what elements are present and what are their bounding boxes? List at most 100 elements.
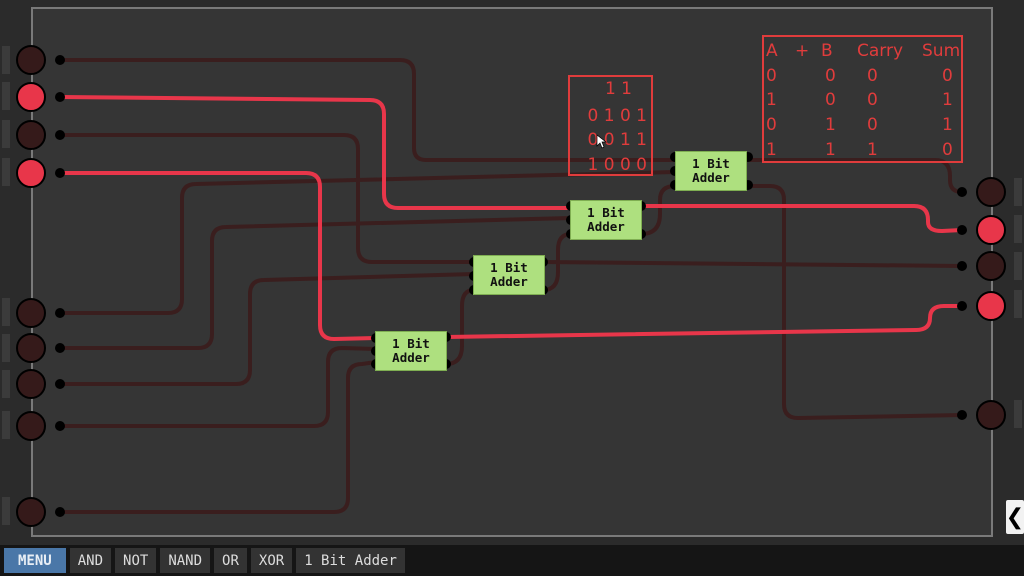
input-pin[interactable] xyxy=(16,369,46,399)
input-handle-5[interactable] xyxy=(2,298,10,326)
pin-connector[interactable] xyxy=(55,130,65,140)
toolbar-nand-button[interactable]: NAND xyxy=(160,548,211,573)
input-pin[interactable] xyxy=(16,45,46,75)
binary-carry-row: 1 1 xyxy=(605,79,632,99)
truth-table-header: A xyxy=(766,41,778,61)
input-handle-2[interactable] xyxy=(2,82,10,110)
input-handle-1[interactable] xyxy=(2,46,10,74)
truth-table-cell: 1 xyxy=(942,90,953,110)
pin-connector[interactable] xyxy=(55,168,65,178)
input-pin[interactable] xyxy=(16,82,46,112)
input-pin[interactable] xyxy=(16,298,46,328)
chip-1-bit-adder[interactable]: 1 Bit Adder xyxy=(375,331,447,371)
truth-table-cell: 0 xyxy=(766,115,777,135)
wire xyxy=(58,360,378,514)
input-pin[interactable] xyxy=(16,333,46,363)
wire xyxy=(58,58,677,162)
input-handle-3[interactable] xyxy=(2,120,10,148)
truth-table-cell: 1 xyxy=(825,115,836,135)
output-handle-5[interactable] xyxy=(1014,400,1022,428)
collapse-panel-button[interactable]: ❮ xyxy=(1006,500,1024,534)
truth-table-cell: 0 xyxy=(942,140,953,160)
truth-table-cell: 0 xyxy=(867,115,878,135)
pin-connector[interactable] xyxy=(957,261,967,271)
wire xyxy=(444,288,476,366)
truth-table-header: B xyxy=(821,41,833,61)
pin-connector[interactable] xyxy=(957,410,967,420)
wire xyxy=(746,184,964,420)
pin-connector[interactable] xyxy=(55,507,65,517)
output-handle-3[interactable] xyxy=(1014,252,1022,280)
truth-table-cell: 0 xyxy=(825,66,836,86)
input-handle-8[interactable] xyxy=(2,411,10,439)
chevron-left-icon: ❮ xyxy=(1005,504,1024,530)
truth-table-header: Carry xyxy=(857,41,903,61)
toolbar-or-button[interactable]: OR xyxy=(214,548,247,573)
truth-table-cell: 0 xyxy=(867,90,878,110)
pin-connector[interactable] xyxy=(55,55,65,65)
truth-table: A + B Carry Sum 0 0 0 0 1 0 0 1 0 1 0 1 … xyxy=(762,35,963,163)
chip-1-bit-adder[interactable]: 1 Bit Adder xyxy=(675,151,747,191)
input-pin[interactable] xyxy=(16,497,46,527)
input-pin[interactable] xyxy=(16,411,46,441)
pin-connector[interactable] xyxy=(55,379,65,389)
truth-table-cell: 0 xyxy=(825,90,836,110)
mouse-cursor-icon xyxy=(596,134,608,149)
pin-connector[interactable] xyxy=(957,187,967,197)
pin-connector[interactable] xyxy=(957,225,967,235)
pin-connector[interactable] xyxy=(55,343,65,353)
toolbar-and-button[interactable]: AND xyxy=(69,548,112,573)
output-pin[interactable] xyxy=(976,177,1006,207)
output-pin[interactable] xyxy=(976,291,1006,321)
wire xyxy=(58,272,476,386)
binary-example: 1 1 0 1 0 1 0 0 1 1 1 0 0 0 xyxy=(568,75,653,176)
bottom-toolbar: MENU AND NOT NAND OR XOR 1 Bit Adder xyxy=(0,545,1024,576)
truth-table-cell: 1 xyxy=(825,140,836,160)
wire xyxy=(58,170,677,315)
output-handle-1[interactable] xyxy=(1014,178,1022,206)
menu-button[interactable]: MENU xyxy=(4,548,66,573)
wire xyxy=(58,346,378,428)
output-pin[interactable] xyxy=(976,215,1006,245)
toolbar-not-button[interactable]: NOT xyxy=(115,548,157,573)
chip-1-bit-adder[interactable]: 1 Bit Adder xyxy=(473,255,545,295)
truth-table-header: + xyxy=(795,41,809,61)
wire xyxy=(746,158,964,194)
wire xyxy=(58,171,378,341)
wire xyxy=(639,184,677,236)
pin-connector[interactable] xyxy=(55,92,65,102)
wire xyxy=(639,204,964,233)
pin-connector[interactable] xyxy=(55,421,65,431)
pin-connector[interactable] xyxy=(957,301,967,311)
truth-table-cell: 1 xyxy=(766,140,777,160)
binary-row: 0 1 0 1 xyxy=(588,106,647,126)
input-handle-7[interactable] xyxy=(2,370,10,398)
binary-row: 1 0 0 0 xyxy=(588,155,647,175)
input-handle-9[interactable] xyxy=(2,497,10,525)
chip-1-bit-adder[interactable]: 1 Bit Adder xyxy=(570,200,642,240)
wire xyxy=(541,260,964,268)
input-handle-6[interactable] xyxy=(2,334,10,362)
wire xyxy=(58,133,476,264)
wire xyxy=(444,304,964,339)
truth-table-cell: 0 xyxy=(942,66,953,86)
truth-table-cell: 0 xyxy=(867,66,878,86)
output-handle-2[interactable] xyxy=(1014,215,1022,243)
wire xyxy=(58,216,573,350)
toolbar-1-bit-adder-button[interactable]: 1 Bit Adder xyxy=(296,548,405,573)
output-handle-4[interactable] xyxy=(1014,290,1022,318)
pin-connector[interactable] xyxy=(55,308,65,318)
output-pin[interactable] xyxy=(976,400,1006,430)
input-pin[interactable] xyxy=(16,120,46,150)
truth-table-header: Sum xyxy=(922,41,960,61)
truth-table-cell: 0 xyxy=(766,66,777,86)
input-pin[interactable] xyxy=(16,158,46,188)
truth-table-cell: 1 xyxy=(867,140,878,160)
wire xyxy=(58,95,573,210)
truth-table-cell: 1 xyxy=(766,90,777,110)
toolbar-xor-button[interactable]: XOR xyxy=(250,548,293,573)
output-pin[interactable] xyxy=(976,251,1006,281)
input-handle-4[interactable] xyxy=(2,158,10,186)
